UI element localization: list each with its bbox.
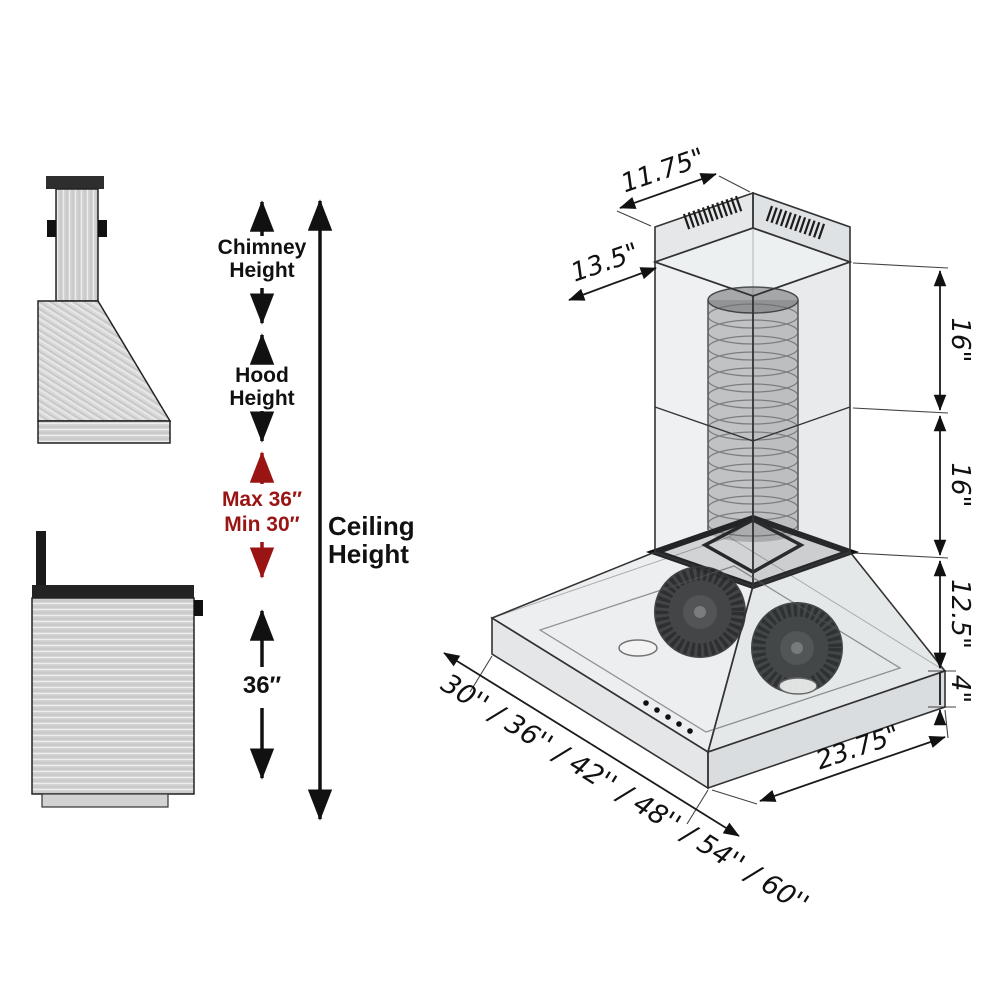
max-height-label: Max 36″ [221,488,303,511]
dim-hood-body-height: 12.5" [945,579,975,649]
control-buttons [643,700,693,734]
min-height-label: Min 30″ [224,513,300,536]
chimney-shell [652,191,853,588]
hood-height-label: Hood Height [229,364,295,410]
base-band [491,565,946,790]
annotation-arrows [249,199,333,821]
dim-base-height: 4" [945,674,975,704]
vent-slots-right [765,205,826,240]
dim-chimney-lower-section: 16" [945,462,975,508]
dimension-lines [443,173,956,837]
hood-3d-drawing [443,173,956,837]
hood-side-view [37,176,172,444]
ceiling-height-label: Ceiling Height [328,511,415,570]
range-clearance-label: 36″ [242,672,282,699]
light-right [778,677,818,695]
vent-slots-left [682,195,743,230]
chimney-height-label: Chimney Height [217,236,307,282]
hood-front-view [31,531,203,808]
blower-left [654,566,746,658]
light-left [618,639,658,657]
dim-chimney-upper-section: 16" [945,317,975,363]
